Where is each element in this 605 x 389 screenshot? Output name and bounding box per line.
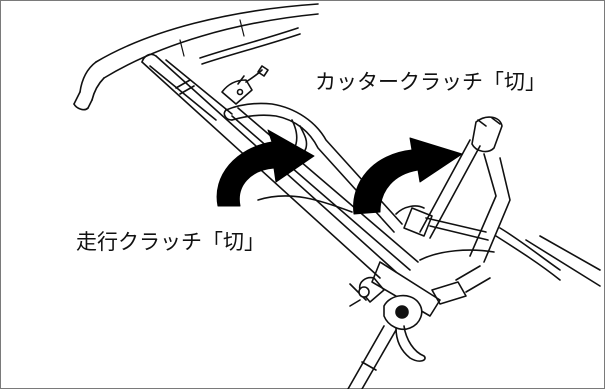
cable-bracket xyxy=(221,75,253,105)
control-cable xyxy=(199,27,301,83)
lower-shaft xyxy=(347,325,397,389)
cutter-clutch-off-label: カッタークラッチ「切」 xyxy=(315,70,546,94)
travel-clutch-off-label: 走行クラッチ「切」 xyxy=(76,230,265,254)
travel-clutch-arrow-icon xyxy=(216,129,315,207)
cutter-clutch-lever xyxy=(419,116,511,263)
lower-rail xyxy=(231,107,419,271)
handlebar-grip xyxy=(73,3,319,111)
travel-clutch-lever xyxy=(223,102,403,233)
upper-bar xyxy=(149,59,233,121)
cutter-clutch-arrow-icon xyxy=(353,137,463,215)
right-lever-arm xyxy=(395,205,601,287)
wing-knob xyxy=(383,294,426,362)
hub-bolt xyxy=(349,286,370,307)
hub-assembly xyxy=(349,249,495,317)
